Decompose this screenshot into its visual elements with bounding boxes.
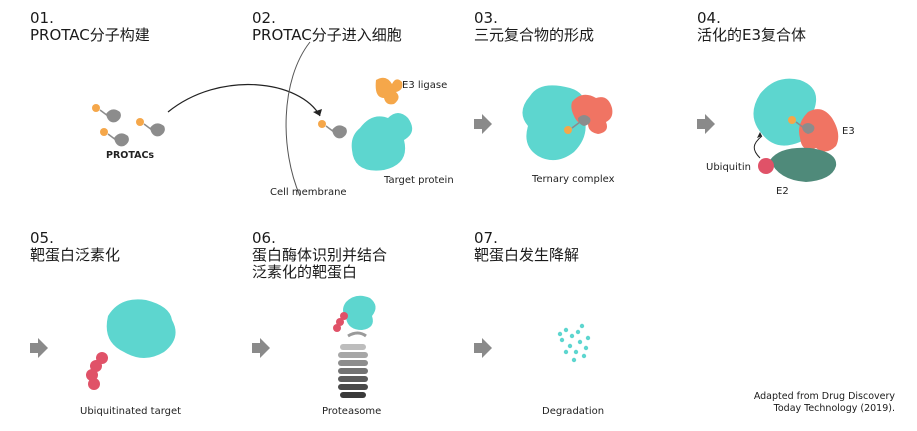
step-arrow-icon — [697, 114, 715, 134]
degradation-label: Degradation — [542, 406, 605, 417]
step-title: 靶蛋白发生降解 — [474, 245, 580, 264]
step-title: 活化的E3复合体 — [697, 25, 807, 44]
e3-label: E3 — [842, 126, 855, 137]
ubiquitinated-target-label: Ubiquitinated target — [80, 406, 182, 417]
protac-inside-cell — [318, 120, 347, 139]
step-number: 01. — [30, 9, 54, 27]
ubiquitinated-target-graphic — [86, 299, 176, 390]
e2-label: E2 — [776, 186, 789, 197]
step-title: 靶蛋白泛素化 — [30, 245, 121, 264]
ternary-complex-graphic — [522, 85, 613, 161]
protac-molecules — [92, 104, 165, 147]
step-number: 07. — [474, 229, 498, 247]
step-05-heading: 05. 靶蛋白泛素化 — [30, 230, 120, 264]
entry-arrow — [167, 84, 322, 117]
ubiquitin-label: Ubiquitin — [706, 162, 751, 173]
step-number: 06. — [252, 229, 276, 247]
step-number: 05. — [30, 229, 54, 247]
step-title: PROTAC分子进入细胞 — [252, 25, 402, 44]
source-credit: Adapted from Drug Discovery Today Techno… — [754, 391, 895, 416]
target-protein-shape — [351, 113, 413, 171]
step-title: 三元复合物的形成 — [474, 25, 595, 44]
activated-e3-graphic — [753, 78, 839, 182]
step-02-heading: 02. PROTAC分子进入细胞 — [252, 10, 402, 44]
cell-membrane-curve — [285, 41, 311, 197]
step-title: PROTAC分子构建 — [30, 25, 150, 44]
step-title-line2: 泛素化的靶蛋白 — [252, 262, 358, 281]
step-03-heading: 03. 三元复合物的形成 — [474, 10, 594, 44]
step-number: 04. — [697, 9, 721, 27]
proteasome-label: Proteasome — [322, 406, 382, 417]
target-protein-label: Target protein — [384, 175, 454, 186]
step-number: 03. — [474, 9, 498, 27]
step-arrow-icon — [252, 338, 270, 358]
step-01-heading: 01. PROTAC分子构建 — [30, 10, 150, 44]
step-arrow-icon — [474, 114, 492, 134]
step-07-heading: 07. 靶蛋白发生降解 — [474, 230, 579, 264]
step-title-line1: 蛋白酶体识别并结合 — [252, 245, 388, 264]
step-arrow-icon — [474, 338, 492, 358]
step-arrow-icon — [30, 338, 48, 358]
ternary-complex-label: Ternary complex — [532, 174, 615, 185]
e3-ligase-shape — [375, 77, 403, 105]
protacs-label: PROTACs — [106, 150, 155, 161]
credit-line-1: Adapted from Drug Discovery — [753, 391, 895, 402]
step-06-heading: 06. 蛋白酶体识别并结合 泛素化的靶蛋白 — [252, 230, 387, 280]
proteasome-graphic — [333, 295, 376, 398]
step-04-heading: 04. 活化的E3复合体 — [697, 10, 806, 44]
credit-line-2: Today Technology (2019). — [773, 403, 895, 415]
e3-ligase-label: E3 ligase — [402, 80, 448, 91]
step-number: 02. — [252, 9, 276, 27]
degraded-fragments-graphic — [557, 323, 591, 363]
cell-membrane-label: Cell membrane — [270, 187, 347, 198]
